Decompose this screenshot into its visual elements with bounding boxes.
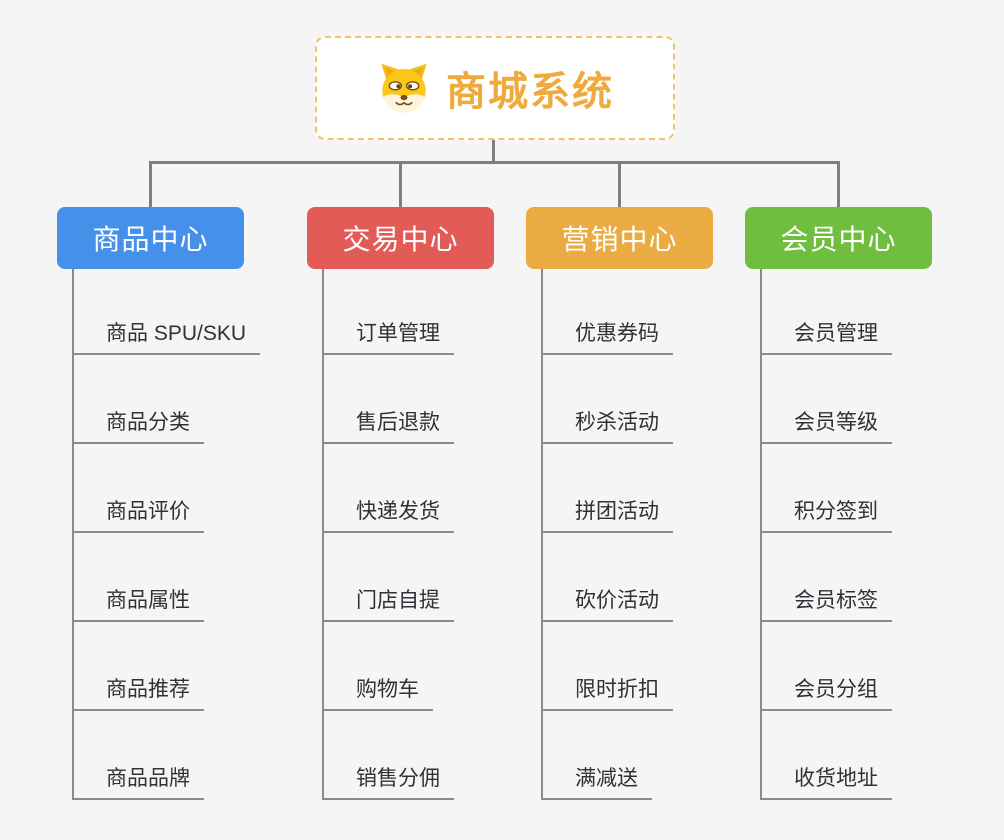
leaf-topic[interactable]: 商品评价 [72,493,204,533]
connector-root-drop [492,140,495,162]
branch-node-product[interactable]: 商品中心 [57,207,244,269]
leaf-topic[interactable]: 会员等级 [760,404,892,444]
branch-spine [322,269,324,800]
leaf-topic[interactable]: 商品属性 [72,582,204,622]
leaf-topic[interactable]: 销售分佣 [322,760,454,800]
leaf-topic[interactable]: 商品 SPU/SKU [72,315,261,355]
leaf-topic[interactable]: 满减送 [541,760,652,800]
leaf-topic[interactable]: 拼团活动 [541,493,673,533]
leaf-topic[interactable]: 会员分组 [760,671,892,711]
branch-column-trade: 交易中心 订单管理 售后退款 快递发货 门店自提 购物车 销售分佣 [307,207,494,800]
leaf-topic[interactable]: 会员管理 [760,315,892,355]
leaf-topic[interactable]: 秒杀活动 [541,404,673,444]
leaf-topic[interactable]: 收货地址 [760,760,892,800]
leaf-topic[interactable]: 优惠券码 [541,315,673,355]
leaf-topic[interactable]: 门店自提 [322,582,454,622]
branch-node-trade[interactable]: 交易中心 [307,207,494,269]
branch-column-product: 商品中心 商品 SPU/SKU 商品分类 商品评价 商品属性 商品推荐 商品品牌 [57,207,261,800]
branch-node-member[interactable]: 会员中心 [745,207,932,269]
leaf-topic[interactable]: 限时折扣 [541,671,673,711]
leaf-topic[interactable]: 商品品牌 [72,760,204,800]
branch-column-marketing: 营销中心 优惠券码 秒杀活动 拼团活动 砍价活动 限时折扣 满减送 [526,207,713,800]
branch-spine [72,269,74,800]
connector-branch-drop [149,162,152,207]
leaf-topic[interactable]: 砍价活动 [541,582,673,622]
branch-column-member: 会员中心 会员管理 会员等级 积分签到 会员标签 会员分组 收货地址 [745,207,932,800]
leaf-topic[interactable]: 会员标签 [760,582,892,622]
root-title: 商城系统 [446,70,614,114]
branch-node-marketing[interactable]: 营销中心 [526,207,713,269]
leaf-topic[interactable]: 商品推荐 [72,671,204,711]
connector-branch-drop [399,162,402,207]
leaf-topic[interactable]: 商品分类 [72,404,204,444]
connector-horizontal-bar [149,161,840,164]
connector-branch-drop [837,162,840,207]
root-node[interactable]: 商城系统 [315,36,675,140]
connector-branch-drop [618,162,621,207]
branch-spine [541,269,543,800]
leaf-topic[interactable]: 积分签到 [760,493,892,533]
leaf-topic[interactable]: 售后退款 [322,404,454,444]
leaf-topic[interactable]: 订单管理 [322,315,454,355]
dog-face-icon [381,63,427,113]
leaf-topic[interactable]: 购物车 [322,671,433,711]
leaf-topic[interactable]: 快递发货 [322,493,454,533]
branch-spine [760,269,762,800]
